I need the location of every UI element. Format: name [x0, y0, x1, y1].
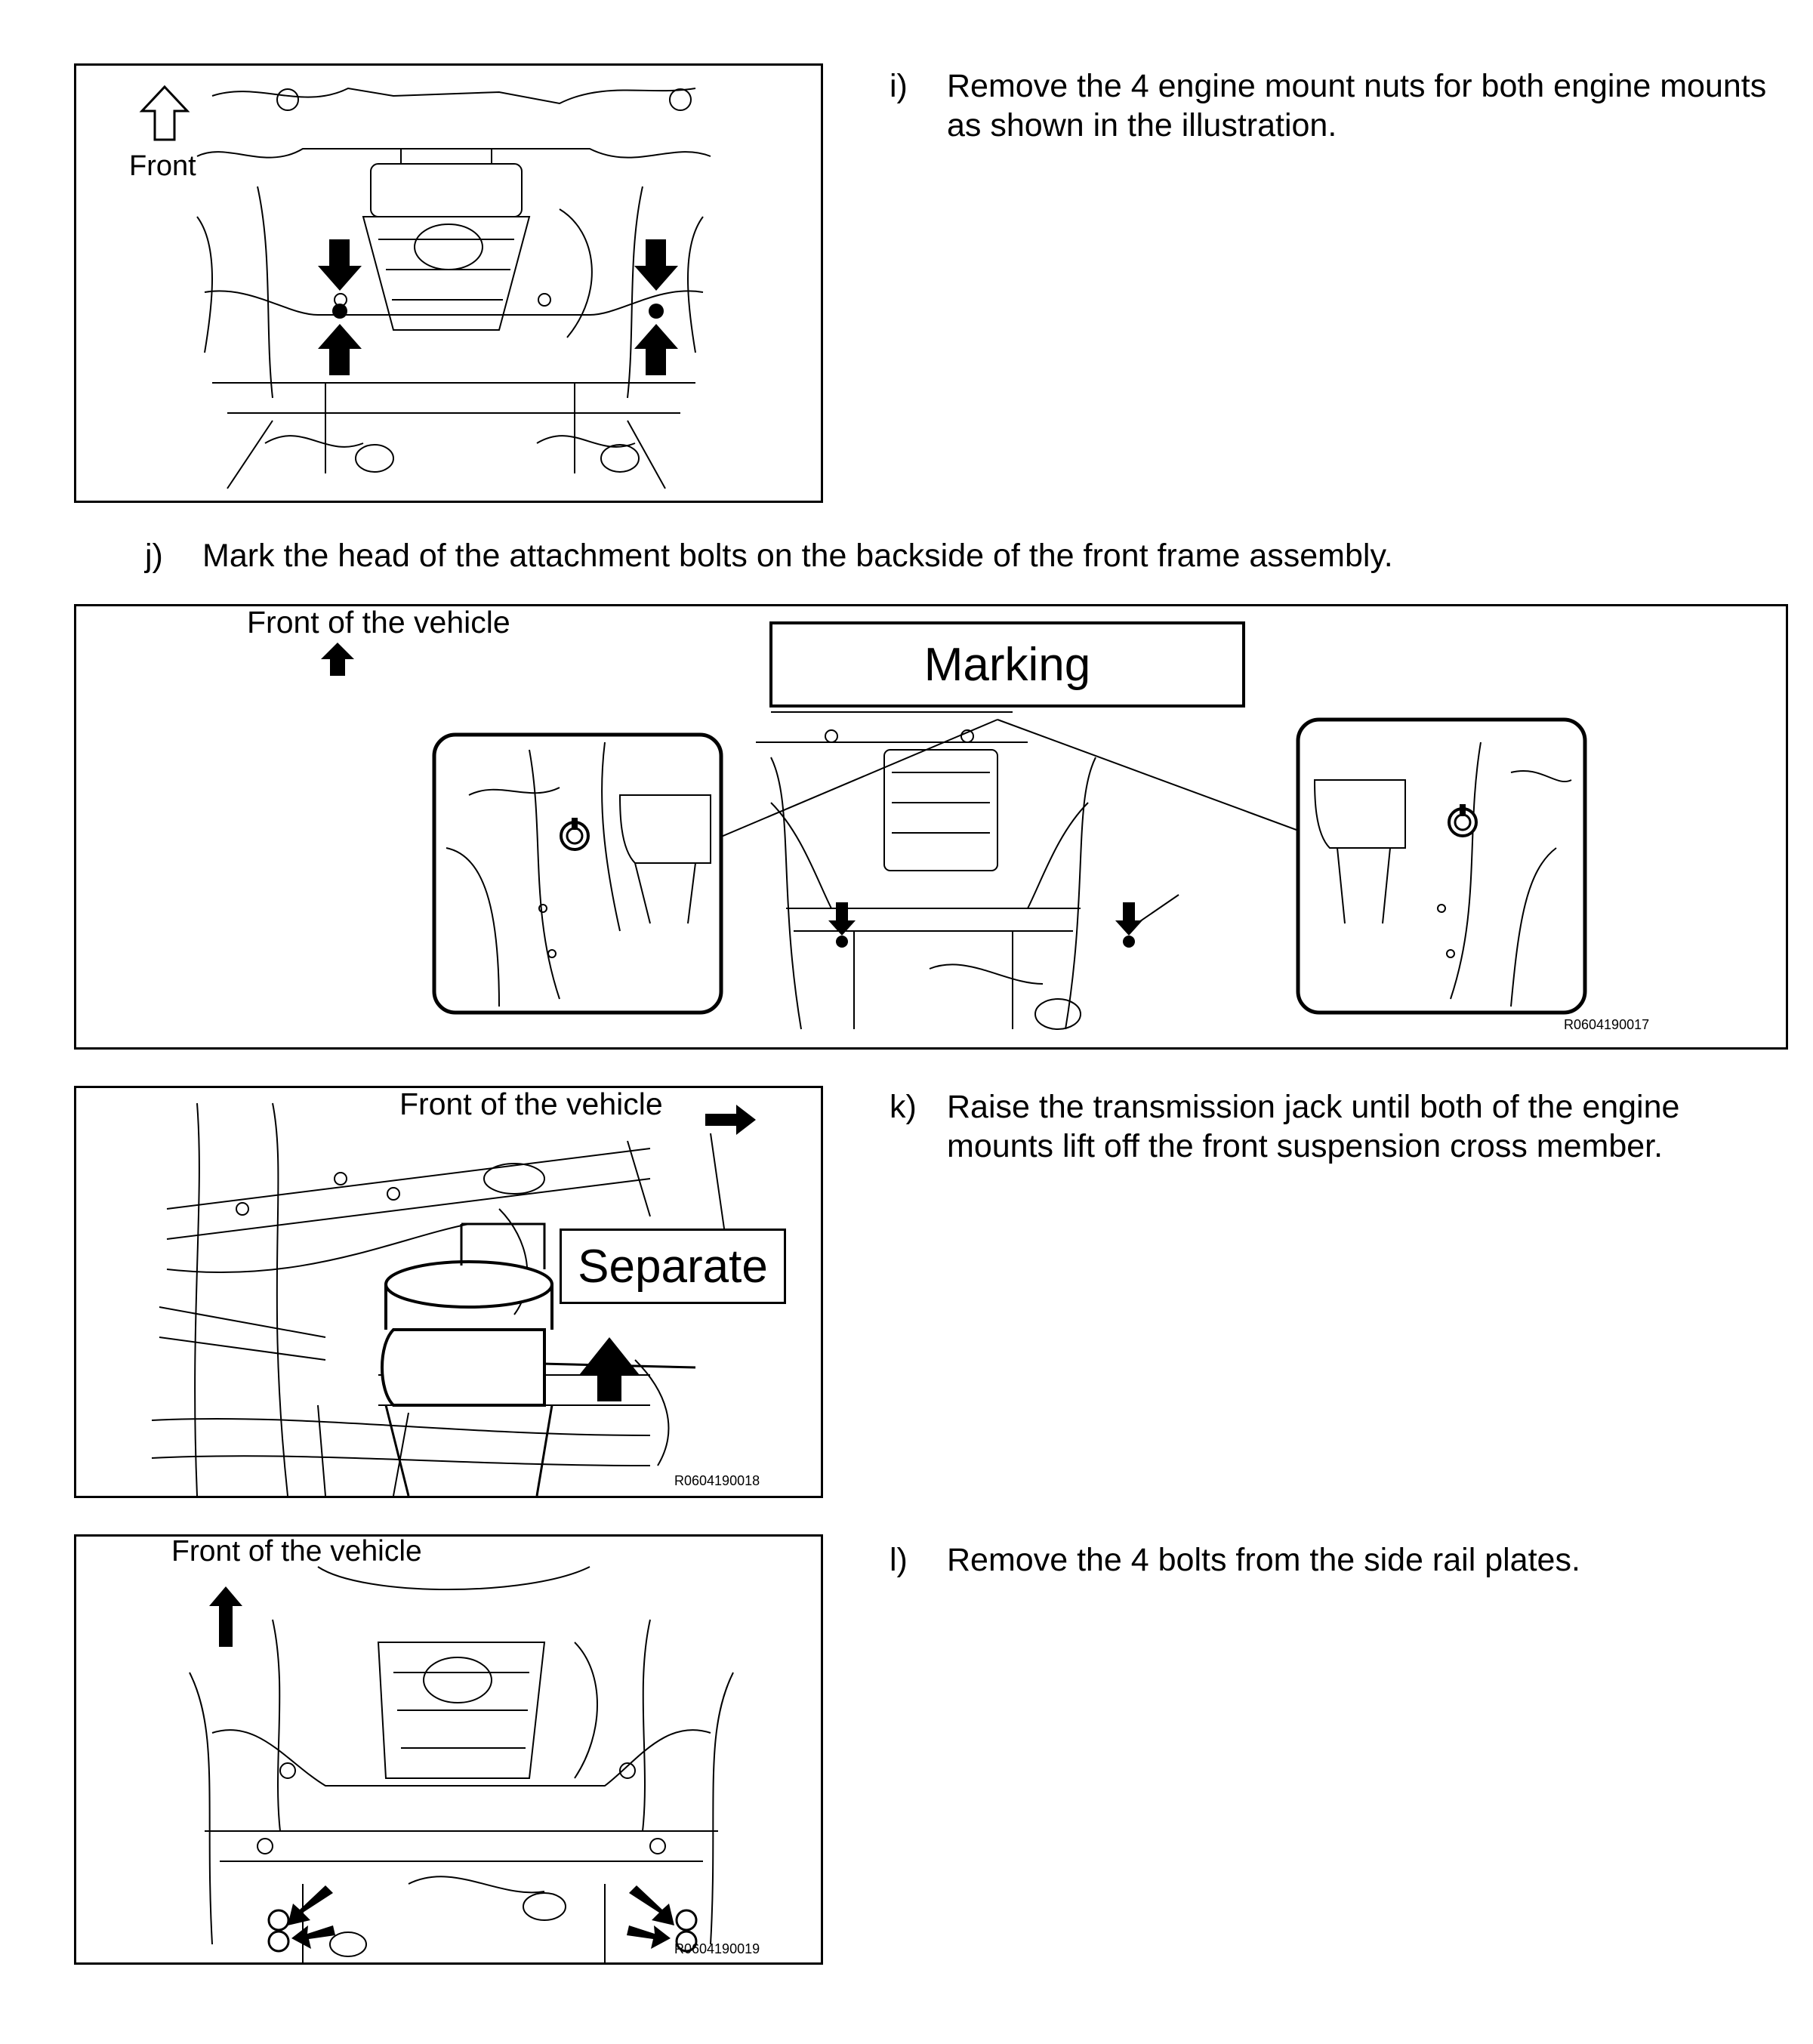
figure-marking-bolts: Front of the vehicle Marking R0604190017	[74, 604, 1788, 1050]
front-label: Front of the vehicle	[247, 605, 510, 640]
jack-illustration	[151, 1102, 756, 1496]
front-label: Front of the vehicle	[399, 1087, 663, 1121]
figure-side-rail-bolts: Front of the vehicle R0604190019	[74, 1534, 823, 1965]
front-arrow-icon	[705, 1105, 756, 1135]
marking-callout-text: Marking	[923, 638, 1091, 691]
step-k-letter: k)	[890, 1089, 917, 1125]
figure-code: R0604190017	[1564, 1017, 1650, 1032]
front-label: Front	[129, 150, 196, 182]
front-label: Front of the vehicle	[171, 1535, 422, 1568]
figure-engine-mount-nuts: Front	[74, 63, 823, 503]
marking-callout: Marking	[769, 621, 1245, 708]
front-arrow-icon	[139, 85, 190, 141]
side-rail-illustration	[189, 1566, 734, 1962]
step-j-text: Mark the head of the attachment bolts on…	[202, 538, 1393, 574]
front-arrow-icon	[209, 1586, 242, 1647]
step-j-letter: j)	[145, 538, 163, 574]
engine-underside-illustration	[139, 85, 711, 489]
front-arrow-icon	[321, 643, 354, 676]
separate-callout-text: Separate	[578, 1240, 768, 1293]
step-i-letter: i)	[890, 68, 908, 104]
step-i-text: Remove the 4 engine mount nuts for both …	[947, 68, 1767, 143]
figure-code: R0604190019	[674, 1941, 760, 1956]
figure-code: R0604190018	[674, 1473, 760, 1488]
step-l-letter: l)	[890, 1542, 908, 1578]
figure-separate-mount: Front of the vehicle Separate R060419001…	[74, 1086, 823, 1498]
step-l-text: Remove the 4 bolts from the side rail pl…	[947, 1542, 1580, 1578]
marking-illustration	[321, 643, 1587, 1030]
separate-callout: Separate	[560, 1229, 786, 1304]
step-k-text: Raise the transmission jack until both o…	[947, 1089, 1680, 1164]
